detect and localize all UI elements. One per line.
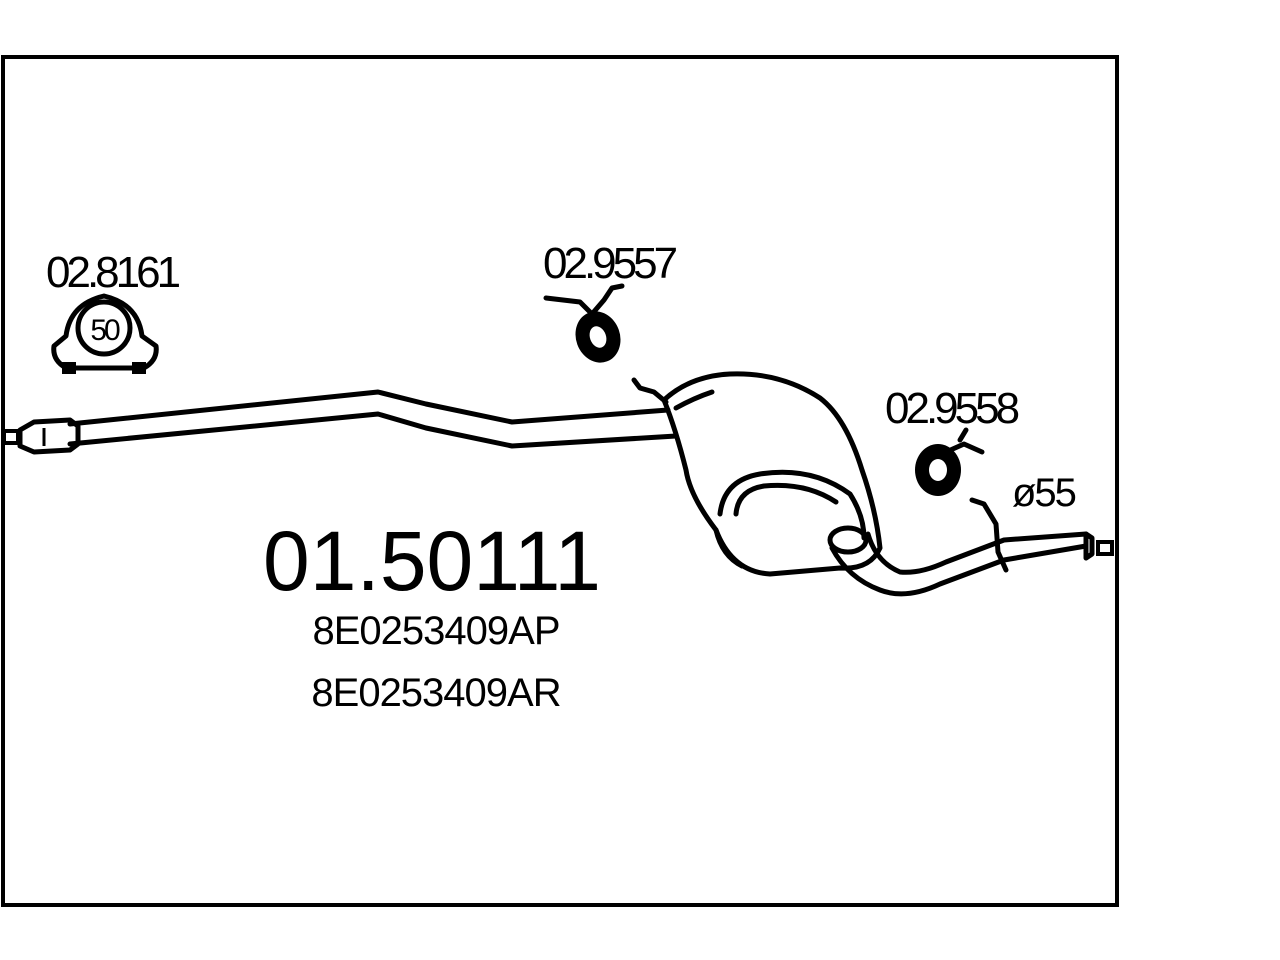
hanger-bracket [543, 283, 625, 317]
front-pipe [2, 389, 679, 455]
oem-number-2: 8E0253409AR [311, 671, 560, 715]
clamp-foot-left [62, 362, 76, 374]
accessory-label-02-9558: 02.9558 [885, 384, 1019, 433]
part-number: 01.50111 [263, 514, 601, 608]
rear-silencer [661, 371, 883, 577]
clamp-size-badge: 50 [90, 314, 120, 347]
hanger-hole [929, 459, 947, 481]
inlet-flange [17, 417, 81, 455]
hanger-hole [589, 326, 607, 348]
pipe-hanger-pin [631, 377, 669, 405]
diagram-frame [1, 55, 1119, 907]
oem-number-1: 8E0253409AP [312, 609, 559, 653]
accessory-label-02-8161: 02.8161 [46, 248, 180, 297]
tail-pipe: ø55 [827, 471, 1114, 597]
clamp-body [51, 293, 159, 371]
tail-hanger-pin [969, 497, 1009, 573]
accessory-label-02-9557: 02.9557 [543, 239, 677, 288]
hanger-02-9558: 02.9558 [885, 384, 1023, 496]
clamp-ring [75, 299, 133, 357]
clamp-foot-right [132, 362, 146, 374]
inlet-stub [2, 429, 20, 445]
hanger-02-9557: 02.9557 [543, 239, 681, 363]
outlet-diameter-label: ø55 [1012, 471, 1076, 515]
clamp-02-8161: 02.8161 50 [46, 248, 184, 374]
hanger-bracket [943, 427, 985, 455]
outlet-stub [1096, 540, 1114, 556]
